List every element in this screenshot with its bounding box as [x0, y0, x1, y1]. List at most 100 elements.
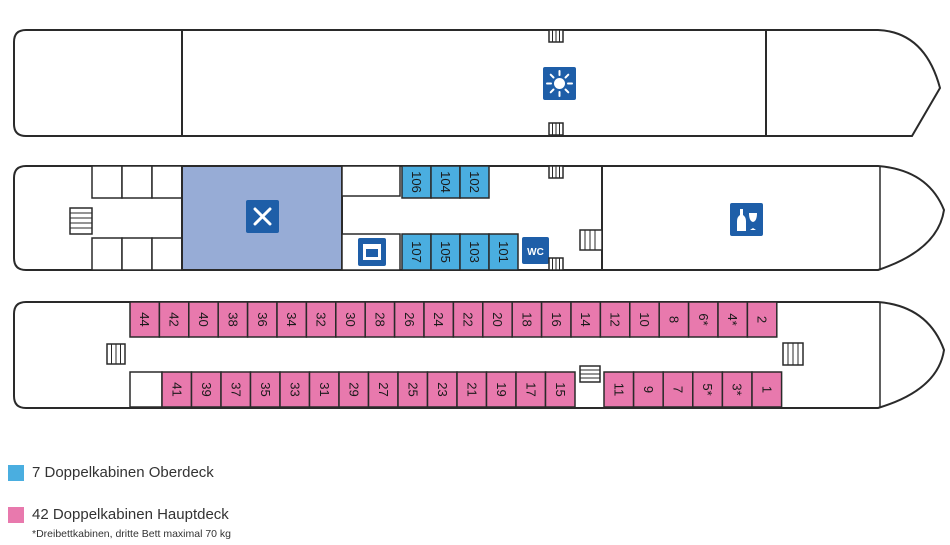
cabin-box: [459, 233, 490, 271]
cabin-box: [217, 301, 249, 338]
cabin[interactable]: 25: [397, 371, 429, 408]
cabin[interactable]: 7: [662, 371, 694, 408]
cabin[interactable]: 101: [488, 233, 519, 271]
cabin-box: [540, 301, 572, 338]
cabin[interactable]: 37: [220, 371, 252, 408]
cabin[interactable]: 44: [129, 301, 161, 338]
cabin[interactable]: 3*: [721, 371, 753, 408]
cabin[interactable]: 4*: [717, 301, 749, 338]
cabin-number: 104: [438, 171, 453, 193]
cabin[interactable]: 2: [746, 301, 778, 338]
cabin[interactable]: 31: [308, 371, 340, 408]
cabin-number: 31: [317, 382, 332, 396]
cabin[interactable]: 102: [459, 165, 490, 199]
sun-icon: [543, 67, 576, 100]
cabin[interactable]: 15: [544, 371, 576, 408]
cabin[interactable]: 36: [246, 301, 278, 338]
sun-deck-hull: [13, 29, 942, 137]
cabin[interactable]: 30: [335, 301, 366, 338]
cabin[interactable]: 39: [190, 371, 222, 408]
cabin[interactable]: 8: [658, 301, 690, 338]
cabin-box: [751, 371, 783, 408]
legend-main: 42 Doppelkabinen Hauptdeck: [8, 506, 229, 523]
cabin[interactable]: 1: [751, 371, 783, 408]
cabin[interactable]: 107: [401, 233, 432, 271]
stairs-icon: [579, 365, 601, 383]
legend-label-upper: 7 Doppelkabinen Oberdeck: [32, 464, 214, 481]
cabin-number: 105: [438, 241, 453, 263]
cabin-box: [423, 301, 455, 338]
cabin[interactable]: 18: [511, 301, 543, 338]
cabin[interactable]: 106: [401, 165, 432, 199]
cabin[interactable]: 40: [188, 301, 219, 338]
cabin[interactable]: 34: [276, 301, 308, 338]
cabin-number: 103: [467, 241, 482, 263]
cabin[interactable]: 33: [279, 371, 311, 408]
cabin-number: 29: [346, 382, 361, 396]
cabin[interactable]: 35: [249, 371, 281, 408]
cabin[interactable]: 6*: [687, 301, 719, 338]
upper-cabins-bottom: 107 105 103 101: [401, 233, 519, 271]
cabin-number: 33: [287, 382, 302, 396]
cabin[interactable]: 26: [393, 301, 425, 338]
cabin-number: 37: [228, 382, 243, 396]
legend-swatch-main: [8, 506, 24, 523]
cabin-number: 3*: [730, 383, 745, 395]
stairs-icon: [106, 343, 126, 365]
cabin-box: [401, 233, 432, 271]
cabin-number: 40: [196, 312, 211, 326]
cabin-number: 19: [494, 382, 509, 396]
cabin[interactable]: 14: [570, 301, 602, 338]
cabin-number: 21: [464, 382, 479, 396]
cabin[interactable]: 103: [459, 233, 490, 271]
cabin[interactable]: 41: [161, 371, 193, 408]
cabin[interactable]: 9: [632, 371, 664, 408]
cabin[interactable]: 5*: [692, 371, 724, 408]
cabin[interactable]: 32: [305, 301, 337, 338]
cabin[interactable]: 104: [430, 165, 461, 199]
cabin[interactable]: 105: [430, 233, 461, 271]
cabin[interactable]: 10: [629, 301, 660, 338]
legend-footnote: *Dreibettkabinen, dritte Bett maximal 70…: [32, 528, 232, 540]
cabin[interactable]: 42: [158, 301, 190, 338]
cabin-box: [662, 371, 694, 408]
cabin-box: [692, 371, 724, 408]
cabin[interactable]: 27: [367, 371, 399, 408]
stairs-icon: [579, 229, 603, 251]
cabin-number: 1: [759, 386, 774, 393]
cabin[interactable]: 12: [599, 301, 631, 338]
cabin-box: [249, 371, 281, 408]
cabin-number: 15: [553, 382, 568, 396]
cabin[interactable]: 17: [515, 371, 547, 408]
cabin-number: 30: [343, 312, 358, 326]
cabin[interactable]: 11: [603, 371, 635, 408]
cabin[interactable]: 16: [540, 301, 572, 338]
cabin-number: 36: [255, 312, 270, 326]
cabin[interactable]: 19: [485, 371, 517, 408]
cabin-box: [397, 371, 429, 408]
cabin-box: [488, 233, 519, 271]
cabin-box: [190, 371, 222, 408]
cabin[interactable]: 29: [338, 371, 370, 408]
cabin-number: 27: [376, 382, 391, 396]
cabin-number: 38: [225, 312, 240, 326]
cabin[interactable]: 20: [482, 301, 513, 338]
cabin-number: 23: [435, 382, 450, 396]
cabin-number: 102: [467, 171, 482, 193]
cabin[interactable]: 22: [452, 301, 484, 338]
wc-icon: WC: [522, 237, 549, 264]
cabin[interactable]: 28: [364, 301, 396, 338]
cabin[interactable]: 24: [423, 301, 455, 338]
stairs-icon: [69, 207, 93, 235]
cabin-box: [485, 371, 517, 408]
cabin[interactable]: 23: [426, 371, 458, 408]
cabin-box: [482, 301, 513, 338]
cabin[interactable]: 21: [456, 371, 488, 408]
cabin-box: [452, 301, 484, 338]
cabin[interactable]: 38: [217, 301, 249, 338]
cabin-number: 32: [314, 312, 329, 326]
cabin-number: 9: [641, 386, 656, 393]
